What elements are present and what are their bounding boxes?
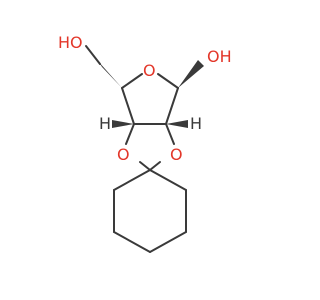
bond-spiro-oright xyxy=(149,161,161,171)
molecule-diagram: HO O OH H H O O xyxy=(58,33,232,253)
bond-c4-oring xyxy=(157,73,179,89)
bond-spiro-oleft xyxy=(139,161,151,171)
right-stereo-h-label: H xyxy=(190,114,202,133)
hydroxymethyl-oh-label: HO xyxy=(58,33,83,52)
wedge-bond-right-h xyxy=(166,120,188,128)
bond-c4-c5 xyxy=(113,231,151,253)
ring-oxygen-label: O xyxy=(143,61,156,80)
bond-oleft-c2 xyxy=(125,123,135,145)
wedge-bond-anomeric-oh xyxy=(178,60,204,88)
structure-canvas: HO O OH H H O O xyxy=(58,33,232,253)
anomeric-oh-label: OH xyxy=(207,47,232,66)
furanose-ring xyxy=(121,73,179,125)
dioxolane-oxygen-left-label: O xyxy=(117,145,130,164)
bond-ch2-oh xyxy=(85,45,101,65)
bond-c1-oring xyxy=(121,73,143,89)
dioxolane-oxygen-right-label: O xyxy=(170,145,183,164)
wedge-bond-left-h xyxy=(112,120,134,128)
bond-c3-c4 xyxy=(165,87,179,125)
dioxolane-ring xyxy=(125,123,175,171)
bond-c1-c2 xyxy=(149,169,187,191)
bond-c6-c1 xyxy=(113,169,151,191)
wedge-bond-hydroxymethyl xyxy=(98,61,122,88)
bond-c3-c4 xyxy=(149,231,187,253)
bond-oright-c3 xyxy=(165,123,175,145)
left-stereo-h-label: H xyxy=(99,114,111,133)
cyclohexane-ring xyxy=(113,169,187,253)
bond-c2-c1 xyxy=(121,87,135,125)
